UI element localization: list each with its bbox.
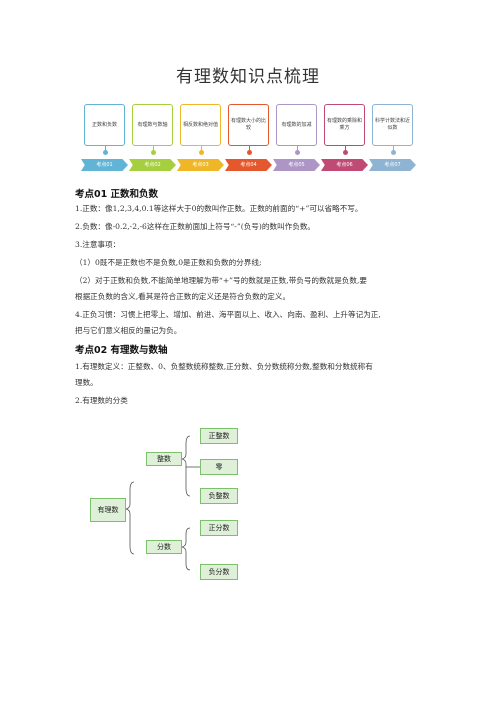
page-title: 有理数知识点梳理 [176, 67, 320, 87]
paragraph: （2）对于正数和负数,不能简单地理解为带“+”号的数就是正数,带负号的数就是负数… [75, 276, 367, 285]
timeline-stem [392, 146, 394, 152]
tree-zero-node: 零 [200, 459, 238, 475]
paragraph: （1）0既不是正数也不是负数,0是正数和负数的分界线; [75, 258, 262, 267]
timeline-stem [104, 146, 106, 152]
timeline-stem [344, 146, 346, 152]
tree-positive-integer-node: 正整数 [200, 428, 238, 444]
topic-timeline: 正数和负数考点01 有理数与数轴考点02 相反数和绝对值考点03 有理数大小的比较考点… [81, 104, 416, 176]
tree-fraction-node: 分数 [146, 540, 182, 554]
timeline-dot [342, 150, 348, 155]
timeline-card: 有理数大小的比较 [228, 104, 269, 146]
tree-root-node: 有理数 [90, 498, 126, 522]
section-heading-2: 考点02 有理数与数轴 [75, 345, 168, 356]
paragraph: 3.注意事项： [75, 240, 121, 249]
timeline-tag: 考点07 [369, 159, 416, 171]
timeline-dot [246, 150, 252, 155]
timeline-tag: 考点02 [129, 159, 176, 171]
timeline-card: 有理数的加减 [276, 104, 317, 146]
timeline-dot [102, 150, 108, 155]
timeline-tag: 考点05 [273, 159, 320, 171]
timeline-dot [390, 150, 396, 155]
timeline-tag: 考点04 [225, 159, 272, 171]
timeline-tag: 考点06 [321, 159, 368, 171]
tree-negative-fraction-node: 负分数 [200, 564, 238, 580]
tree-negative-integer-node: 负整数 [200, 488, 238, 504]
timeline-stem [200, 146, 202, 152]
timeline-tag: 考点03 [177, 159, 224, 171]
timeline-stem [296, 146, 298, 152]
paragraph: 4.正负习惯：习惯上把零上、增加、前进、海平面以上、收入、向南、盈利、上升等记为… [75, 310, 381, 319]
paragraph: 理数。 [75, 378, 98, 387]
paragraph: 把与它们意义相反的量记为负。 [75, 326, 182, 335]
paragraph: 1.正数：像1,2,3,4,0.1等这样大于0的数叫作正数。正数的前面的“+”可… [75, 204, 363, 213]
timeline-card: 有理数与数轴 [132, 104, 173, 146]
tree-connectors [125, 435, 202, 571]
timeline-dot [294, 150, 300, 155]
timeline-dot [198, 150, 204, 155]
timeline-card: 有理数的乘除和乘方 [324, 104, 365, 146]
timeline-card: 相反数和绝对值 [180, 104, 221, 146]
timeline-stem [248, 146, 250, 152]
timeline-card: 科学计数法和近似数 [372, 104, 413, 146]
tree-positive-fraction-node: 正分数 [200, 520, 238, 536]
timeline-dot [150, 150, 156, 155]
timeline-tag: 考点01 [81, 159, 128, 171]
paragraph: 1.有理数定义：正整数、0、负整数统称整数,正分数、负分数统称分数,整数和分数统… [75, 362, 373, 371]
paragraph: 根据正负数的含义,看其是符合正数的定义还是符合负数的定义。 [75, 292, 291, 301]
paragraph: 2.负数：像-0.2,-2,-6这样在正数前面加上符号“-”(负号)的数叫作负数… [75, 222, 316, 231]
timeline-card: 正数和负数 [84, 104, 125, 146]
rational-number-classification-tree: 有理数 整数 分数 正整数 零 负整数 正分数 负分数 [88, 428, 258, 584]
tree-integer-node: 整数 [146, 452, 182, 466]
section-heading-1: 考点01 正数和负数 [75, 189, 159, 200]
timeline-stem [152, 146, 154, 152]
paragraph: 2.有理数的分类 [75, 396, 128, 405]
